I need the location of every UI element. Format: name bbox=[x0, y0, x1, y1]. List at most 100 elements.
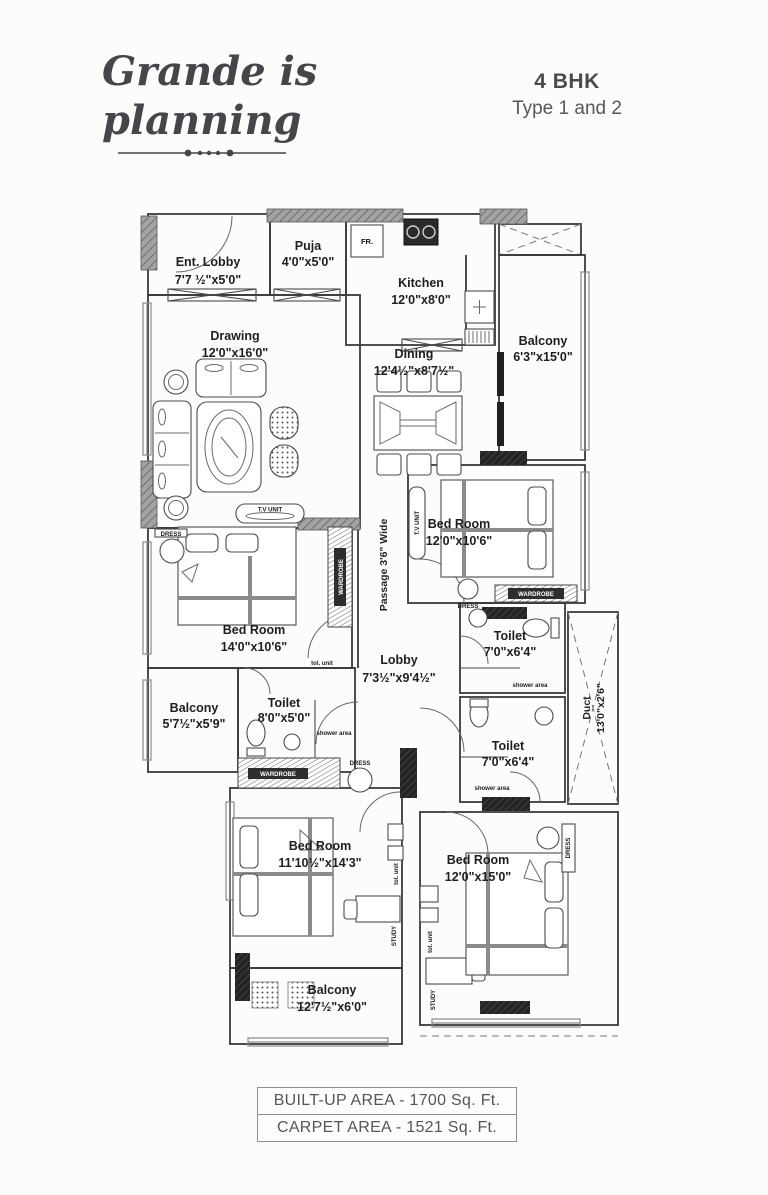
toilet-mid-dims: 7'0"x6'4" bbox=[484, 645, 537, 659]
bedroom-left-dims: 14'0"x10'6" bbox=[221, 640, 288, 654]
balcony-right-dims: 6'3"x15'0" bbox=[513, 350, 573, 364]
dressing-table: DRESS bbox=[154, 528, 188, 564]
pier-dark bbox=[480, 1001, 530, 1014]
bedroom-top-right-name: Bed Room bbox=[428, 517, 491, 531]
dress-label: DRESS bbox=[350, 761, 371, 767]
pier-gray bbox=[140, 215, 158, 271]
double-bed bbox=[232, 817, 334, 937]
balcony-bottom-name: Balcony bbox=[308, 983, 357, 997]
bedroom-bottom-right-door-arc bbox=[445, 811, 489, 855]
toilet-lower-dims: 7'0"x6'4" bbox=[482, 755, 535, 769]
toilet-lower-name: Toilet bbox=[492, 739, 525, 753]
pillow bbox=[544, 907, 564, 949]
toilet-mid-name: Toilet bbox=[494, 629, 527, 643]
dress-label: DRESS bbox=[161, 532, 182, 538]
tv-unit-label: T.V UNIT bbox=[258, 508, 283, 514]
toilet-left-fittings: shower area tol. unit bbox=[246, 661, 352, 757]
balcony-right-name: Balcony bbox=[519, 334, 568, 348]
study-label: STUDY bbox=[431, 990, 437, 1010]
pillow bbox=[239, 825, 259, 869]
bedroom-bottom-right-name: Bed Room bbox=[447, 853, 510, 867]
lobby-name: Lobby bbox=[380, 653, 418, 667]
wall-piers bbox=[140, 208, 530, 1014]
dressing-stool: DRESS bbox=[457, 578, 479, 610]
wardrobe: WARDROBE bbox=[327, 526, 353, 628]
bedroom-bottom-left-furniture: WARDROBE DRESS STUDY tol. unit bbox=[232, 757, 404, 946]
wash-basin bbox=[468, 608, 488, 628]
pillow bbox=[225, 533, 259, 553]
carpet-area: CARPET AREA - 1521 Sq. Ft. bbox=[257, 1113, 517, 1142]
wc bbox=[469, 698, 489, 728]
bedroom-bottom-right-dims: 12'0"x15'0" bbox=[445, 870, 512, 884]
toilet-left-door-arc bbox=[243, 667, 271, 695]
window bbox=[420, 1018, 618, 1037]
lobby-left-door-arc bbox=[315, 701, 359, 745]
brand-title-line2: planning bbox=[102, 96, 302, 144]
toilet-left-dims: 8'0"x5'0" bbox=[258, 711, 311, 725]
double-bed bbox=[177, 526, 297, 626]
fridge bbox=[350, 224, 384, 258]
svg-text:T.V UNIT: T.V UNIT bbox=[415, 511, 421, 536]
side-table bbox=[163, 369, 189, 395]
duct-name: Duct bbox=[581, 696, 593, 720]
dressing-table: DRESS bbox=[536, 823, 576, 873]
toilet-mid-room bbox=[459, 602, 566, 694]
window-cross bbox=[273, 288, 341, 302]
bedroom-bottom-right-furniture: tol. unit STUDY DRESS bbox=[419, 823, 576, 1010]
kitchen-name: Kitchen bbox=[398, 276, 444, 290]
shower-area-label: shower area bbox=[512, 683, 548, 689]
lobby-dims: 7'3½"x9'4½" bbox=[362, 671, 435, 685]
room-labels: Ent. Lobby 7'7 ½"x5'0" Puja 4'0"x5'0" Ki… bbox=[163, 237, 607, 1014]
pier-dark bbox=[235, 953, 250, 1001]
bedroom-left-furniture: DRESS WARDROBE bbox=[154, 526, 353, 628]
drawing-dims: 12'0"x16'0" bbox=[202, 346, 269, 360]
floor-plan: T.V UNIT T.V UNIT WARDROBE bbox=[140, 208, 619, 1047]
window bbox=[142, 302, 152, 456]
plan-type: 4 BHK bbox=[534, 70, 600, 93]
armchair bbox=[269, 444, 299, 478]
kitchen-fittings bbox=[350, 218, 495, 346]
toilet-lower-door-arc bbox=[509, 771, 541, 803]
bedroom-left-name: Bed Room bbox=[223, 623, 286, 637]
tv-unit: T.V UNIT bbox=[235, 503, 305, 524]
passage-label: Passage 3'6" Wide bbox=[378, 519, 390, 612]
pier-dark bbox=[482, 607, 527, 619]
bedroom-bottom-left-name: Bed Room bbox=[289, 839, 352, 853]
puja-name: Puja bbox=[295, 239, 322, 253]
bedroom-bottom-left-dims: 11'10½"x14'3" bbox=[278, 856, 361, 870]
study-label: STUDY bbox=[392, 926, 398, 946]
tol-unit-label: tol. unit bbox=[428, 931, 434, 953]
study-desk: STUDY bbox=[343, 895, 401, 946]
pillow bbox=[527, 530, 547, 570]
dress-label: DRESS bbox=[458, 604, 479, 610]
toilet-unit-shelf bbox=[387, 845, 404, 861]
toilet-unit-shelf bbox=[419, 907, 439, 923]
area-summary: BUILT-UP AREA - 1700 Sq. Ft. CARPET AREA… bbox=[257, 1087, 517, 1142]
drawing-room-furniture: T.V UNIT bbox=[152, 358, 305, 524]
side-table bbox=[163, 495, 189, 521]
double-bed bbox=[465, 852, 569, 976]
pillow bbox=[544, 861, 564, 903]
pier-gray bbox=[266, 208, 404, 223]
dining-chair bbox=[436, 370, 462, 393]
shower-area-label: shower area bbox=[474, 786, 510, 792]
dining-name: Dining bbox=[395, 347, 434, 361]
wardrobe: WARDROBE bbox=[237, 757, 341, 789]
built-up-area: BUILT-UP AREA - 1700 Sq. Ft. bbox=[257, 1087, 517, 1115]
balcony-bottom-room bbox=[229, 967, 403, 1045]
wardrobe: WARDROBE bbox=[494, 584, 578, 603]
tol-unit-label: tol. unit bbox=[394, 863, 400, 885]
dining-furniture bbox=[373, 370, 463, 476]
bedroom-bottom-left-door-arc bbox=[359, 791, 401, 833]
pier-dark bbox=[400, 748, 417, 798]
windows bbox=[142, 271, 618, 1047]
pillow bbox=[239, 873, 259, 917]
wc bbox=[246, 719, 266, 757]
slider-track bbox=[497, 402, 504, 446]
ent-lobby-dims: 7'7 ½"x5'0" bbox=[175, 273, 242, 287]
window-cross bbox=[401, 338, 463, 352]
planter bbox=[287, 981, 315, 1009]
pier-gray bbox=[479, 208, 528, 225]
dining-chair bbox=[406, 453, 432, 476]
window bbox=[580, 471, 590, 591]
